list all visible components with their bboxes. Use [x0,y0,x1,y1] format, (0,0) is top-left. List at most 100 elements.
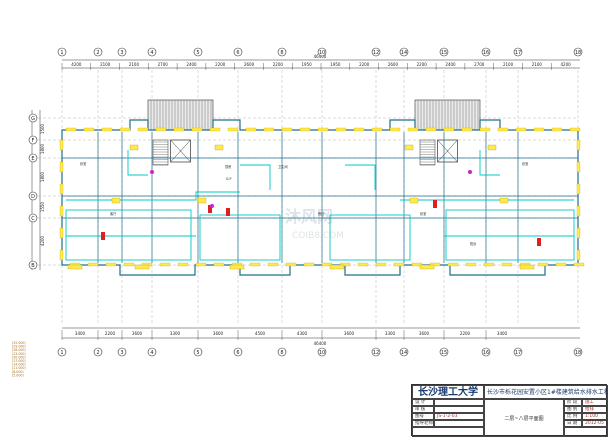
window [371,127,383,132]
window [123,262,135,267]
tb-label-review: 审 核 [412,406,434,413]
window [339,262,351,267]
window [59,205,64,217]
dim-bottom-segment: 3300 [385,331,396,336]
dim-bottom-segment: 4300 [297,331,308,336]
dim-bottom-segment: 3600 [344,331,355,336]
tb-label-stage: 阶 段 [564,399,582,406]
dim-left-segment: 1800 [40,143,45,154]
axis-label-bottom: 15 [441,350,447,356]
tb-label-type: 图 别 [564,406,582,413]
axis-label-top: 1 [60,50,63,56]
window [59,249,64,261]
tb-value-advisor [434,420,484,427]
tb-value-type: 给排 [582,406,608,413]
tb-label-design: 设 计 [412,399,434,406]
window [285,262,297,267]
room-label: 卧室 [522,161,528,166]
svg-text:沐风网: 沐风网 [285,207,333,226]
window [447,262,459,267]
axis-bubble-top [117,47,127,57]
axis-bubble-left [28,260,38,270]
window [299,127,311,132]
axis-bubble-left [28,113,38,123]
dim-top-segment: 2100 [100,62,111,67]
room-outline [445,209,575,261]
dim-top-segment: 2200 [359,62,370,67]
room-labels: 卧室客厅厨房卫生间餐厅卧室卧室阳台D.P [80,161,528,246]
dim-top-segment: 2700 [158,62,169,67]
axis-bubble-left [28,135,38,145]
axis-label-bottom: 18 [575,350,581,356]
window [357,262,369,267]
axis-bubble-bottom [117,347,127,357]
dim-top-segment: 2200 [215,62,226,67]
window [569,127,581,132]
window [155,127,167,132]
dim-bottom-overall: 46400 [314,341,327,346]
window [303,262,315,267]
drain-riser [226,208,230,216]
window [335,127,347,132]
window [101,127,113,132]
elevation-label: (32.000) [12,341,26,345]
window [497,127,509,132]
dim-top-segment: 4200 [71,62,82,67]
room-label: 餐厅 [318,211,325,216]
elevation-label: (20.000) [12,355,26,359]
axis-bubble-top [147,47,157,57]
axis-label-bottom: 1 [60,350,63,356]
window [537,262,549,267]
window [425,127,437,132]
axis-bubble-top [57,47,67,57]
axis-bubble-top [233,47,243,57]
dim-top-segment: 2400 [445,62,456,67]
window [479,127,491,132]
window [213,262,225,267]
window [227,127,239,132]
elevation-label: (11.000) [12,366,26,370]
axis-label-left: C [31,216,35,222]
drain-risers [101,170,541,246]
axis-label-top: 8 [280,50,283,56]
axis-bubble-bottom [277,347,287,357]
window [555,262,567,267]
tb-blank-right [564,427,608,437]
stair-hatch-right [414,99,481,131]
project-name: 长沙市栎花园安置小区1#楼建筑给水排水工程 [484,385,608,399]
drawing-title: 二层~八层平面图 [504,416,544,422]
dim-top-segment: 2100 [129,62,140,67]
balcony-fixture [519,264,535,270]
window [59,139,64,151]
elevation-labels: (32.000)(29.000)(26.000)(23.000)(20.000)… [12,341,26,377]
stair-run [419,139,436,166]
axis-label-top: 12 [373,50,379,56]
elevation-label: (14.000) [12,363,26,367]
window [119,127,131,132]
dim-top-overall: 46400 [314,54,327,59]
dim-top-segment: 2200 [273,62,284,67]
interior-walls [59,127,585,267]
vent-riser [210,204,214,208]
axis-label-bottom: 12 [373,350,379,356]
window [245,127,257,132]
axis-bubble-bottom [233,347,243,357]
room-label: 卧室 [420,211,426,216]
pipe-run [127,150,148,176]
window [389,127,401,132]
axis-bubble-bottom [57,347,67,357]
drain-riser [433,200,437,208]
window [576,227,581,239]
window [321,262,333,267]
dim-bottom-segment: 3600 [213,331,224,336]
window [59,183,64,195]
window [59,161,64,173]
axis-label-left: E [31,156,34,162]
window [375,262,387,267]
pipe-run [240,164,271,190]
axis-bubble-bottom [317,347,327,357]
window [411,262,423,267]
window [317,127,329,132]
